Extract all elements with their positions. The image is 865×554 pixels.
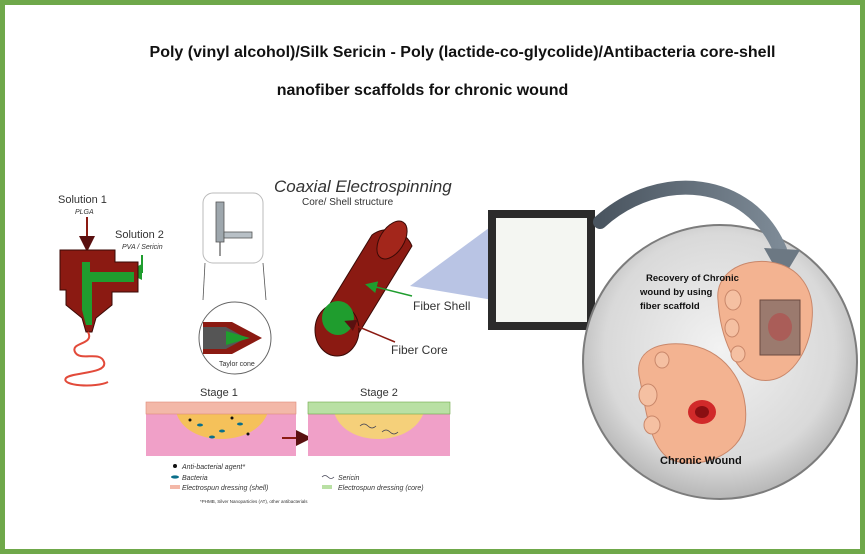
coaxial-nozzle-schematic: Solution 1 PLGA Solution 2 PVA / Sericin: [58, 194, 164, 387]
fiber-shell-arrow: [365, 281, 413, 297]
syringe-icon: [215, 201, 225, 243]
stage-1-wound: [176, 412, 268, 439]
figure-title-line-1: Poly (vinyl alcohol)/Silk Sericin - Poly…: [149, 44, 776, 61]
fiber-shell-label: Fiber Shell: [413, 299, 470, 313]
recovery-label-line-3: fiber scaffold: [640, 301, 700, 312]
legend-sericin: Sericin: [338, 475, 360, 482]
fiber-core-label: Fiber Core: [391, 343, 448, 357]
solution-2-material: PVA / Sericin: [122, 244, 163, 251]
stage-1-label: Stage 1: [200, 387, 238, 399]
taylor-cone-label: Taylor cone: [219, 361, 255, 368]
recovery-label-line-1: Recovery of Chronic: [646, 273, 739, 284]
electrospinning-heading: Coaxial Electrospinning: [274, 177, 452, 196]
solution-1-material: PLGA: [75, 209, 94, 216]
fiber-core-arrow: [344, 319, 396, 343]
recovery-label-line-2: wound by using: [639, 287, 712, 298]
scaffold-membrane: [496, 218, 587, 322]
legend-footnote: *PHMB, Silver Nanoparticles (AT), other …: [200, 499, 308, 504]
stage-2-wound: [334, 412, 424, 439]
nozzle-outer-shell: [59, 249, 139, 333]
curved-arrow: [593, 180, 787, 257]
legend-core-dressing: Electrospun dressing (core): [338, 485, 424, 492]
chronic-wound-label: Chronic Wound: [660, 455, 742, 467]
curved-arrow-head: [764, 248, 800, 280]
nozzle-inner-core: [82, 262, 134, 325]
taylor-cone-core: [226, 331, 250, 345]
legend-antibacterial: Anti-bacterial agent*: [181, 464, 245, 471]
solution-2-label: Solution 2: [115, 229, 164, 241]
legend-shell-dressing: Electrospun dressing (shell): [182, 485, 268, 492]
syringe-box: [202, 192, 264, 264]
stage-2-dressing: [307, 401, 451, 415]
electrospinning-subheading: Core/ Shell structure: [302, 197, 394, 208]
stage-1-bacteria: [188, 416, 250, 439]
projection-cone: [410, 225, 493, 300]
solution-1-label: Solution 1: [58, 194, 107, 206]
fiber-jet: [64, 331, 109, 387]
stage-2-label: Stage 2: [360, 387, 398, 399]
stage-2-sericin: [359, 423, 399, 435]
fiber-core: [322, 301, 354, 335]
figure-title-line-2: nanofiber scaffolds for chronic wound: [276, 82, 569, 99]
core-shell-fiber: Coaxial Electrospinning Core/ Shell stru…: [274, 177, 470, 357]
legend-bacteria: Bacteria: [182, 475, 208, 482]
syringe-taylor-cone: Taylor cone: [198, 192, 272, 375]
wound-recovery-panel: Recovery of Chronic wound by using fiber…: [582, 180, 858, 500]
stage-1-dressing: [145, 401, 297, 415]
scaffold-sample: [410, 210, 595, 330]
dressing-stages: Stage 1 Stage 2 Anti-bacterial agent* Ba…: [145, 387, 451, 504]
